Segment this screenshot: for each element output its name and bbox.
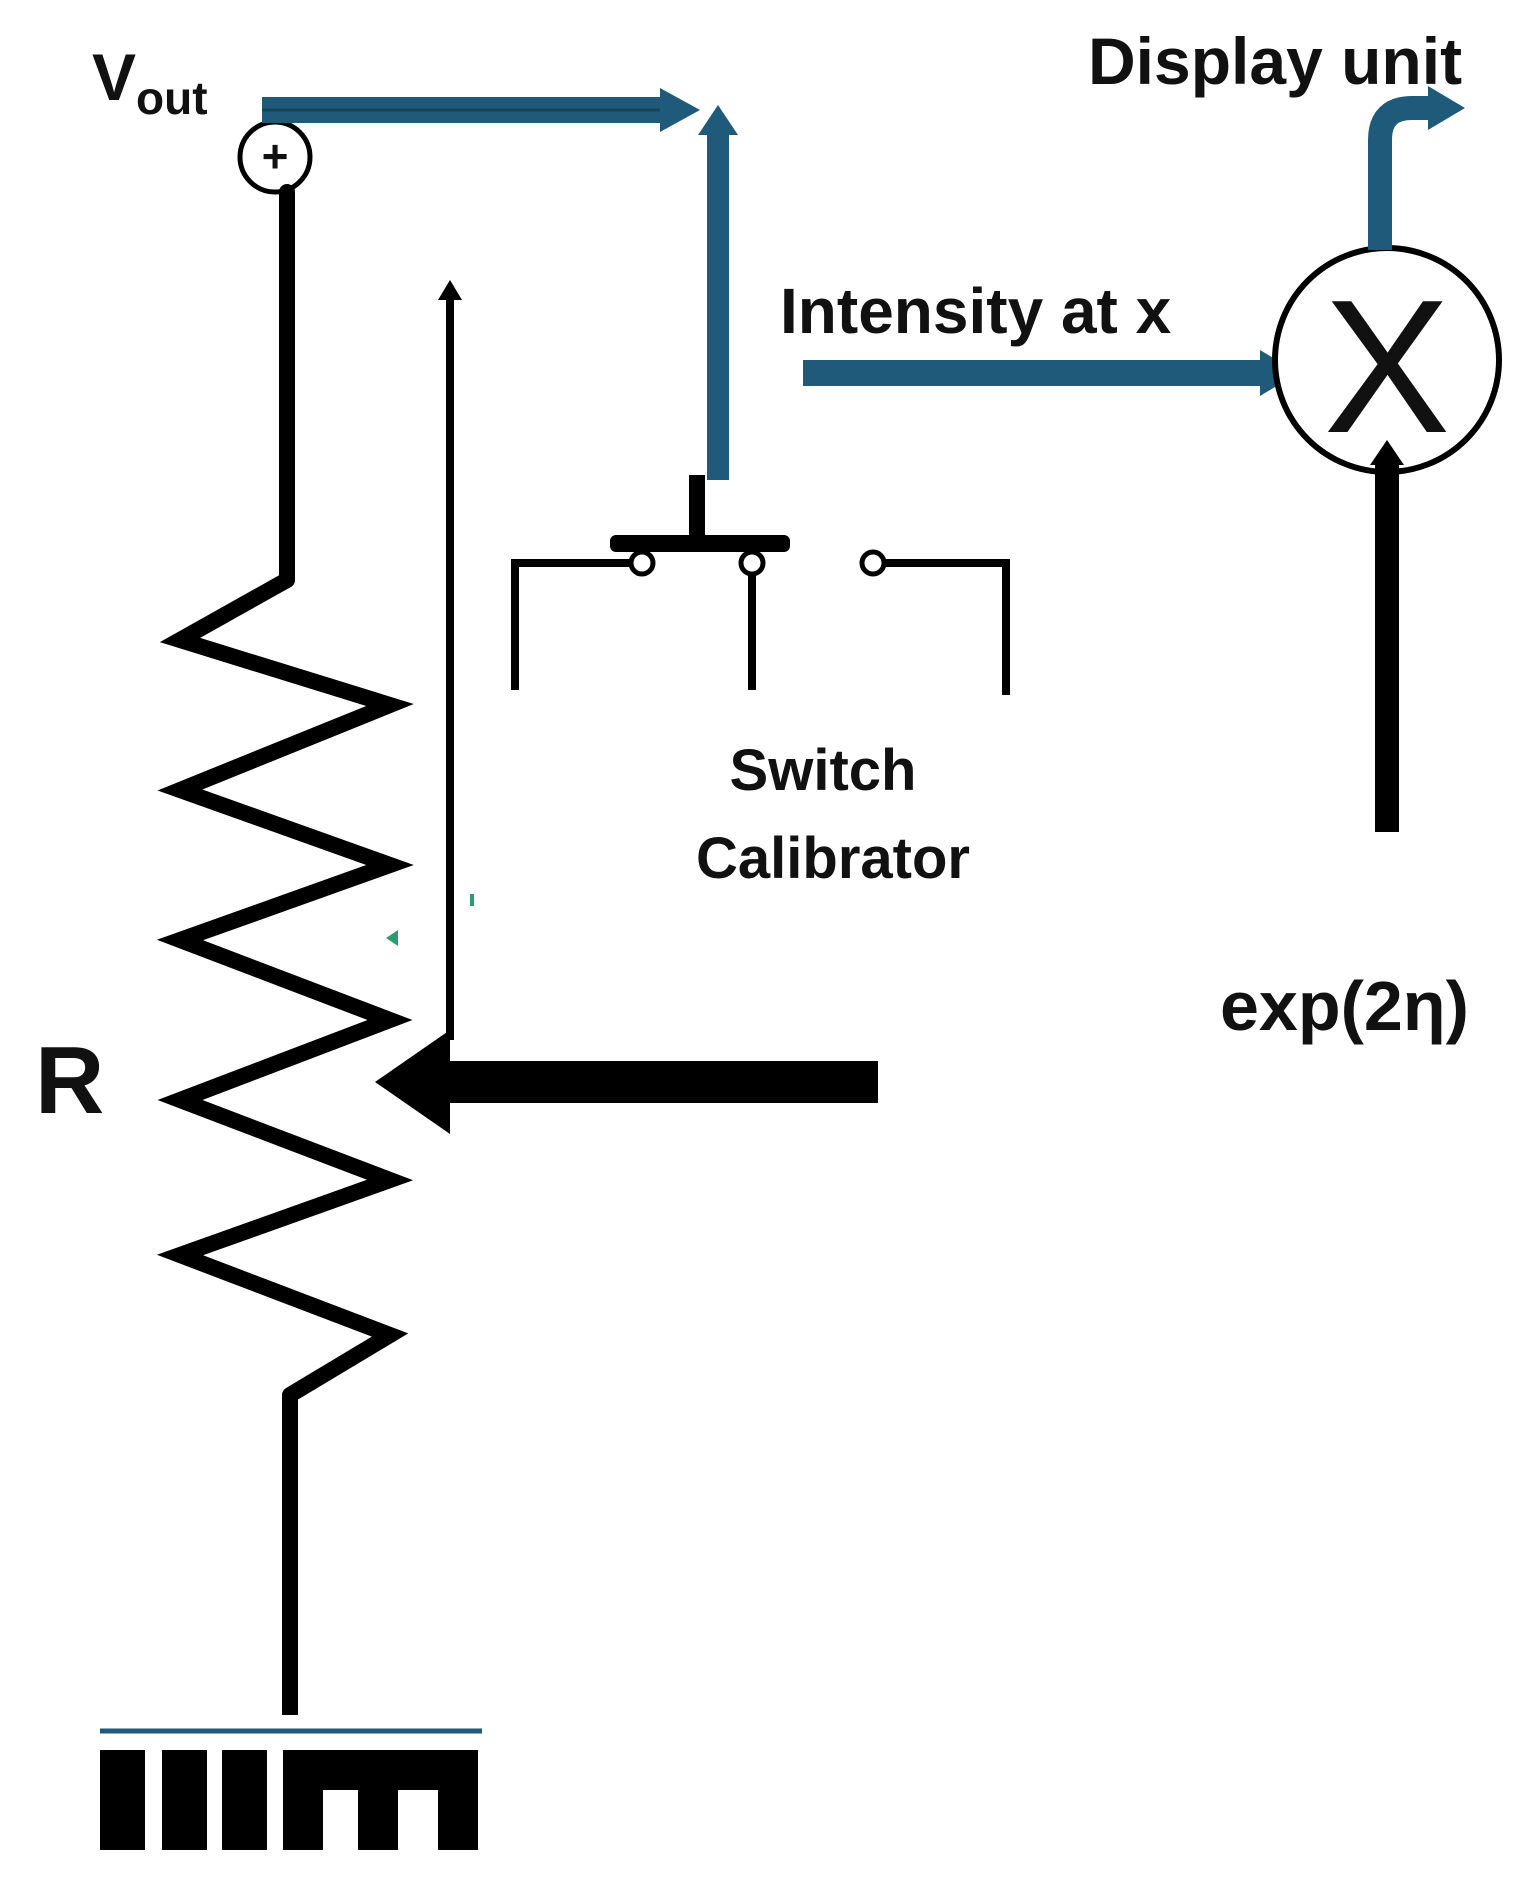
exp-label: exp(2η) (1220, 967, 1469, 1045)
intensity-arrow (803, 350, 1298, 396)
switch-label-line1: Switch (730, 738, 917, 803)
intensity-label: Intensity at x (780, 275, 1172, 347)
plus-sign: + (262, 130, 289, 182)
wiper-feedback-arrowhead (438, 280, 462, 300)
wiper-arrow (375, 1030, 878, 1134)
display-output-wire (1368, 86, 1465, 250)
vout-label-main: V (92, 40, 136, 114)
resistor (156, 572, 414, 1403)
ground-symbol (100, 1728, 482, 1850)
vout-to-switch-wire (262, 88, 700, 132)
switch-label-line2: Calibrator (696, 826, 970, 891)
display-unit-label: Display unit (1088, 24, 1462, 98)
switch-calibrator (511, 475, 1010, 695)
exp-input-wire (1370, 440, 1404, 832)
resistor-label: R (35, 1027, 104, 1134)
switch-output-wire (698, 105, 738, 480)
artifact-mark-2 (470, 894, 474, 906)
vout-label: Vout (92, 40, 208, 124)
vout-label-sub: out (136, 72, 208, 124)
artifact-mark (386, 930, 398, 946)
multiply-symbol: X (1324, 261, 1451, 473)
